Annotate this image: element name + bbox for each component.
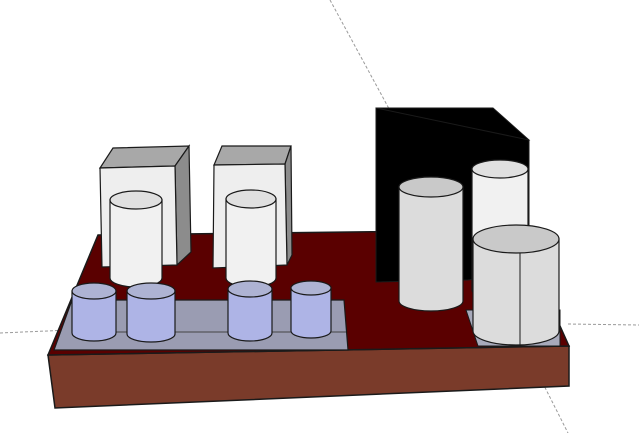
cylinder-body: [398, 186, 464, 312]
gray-cylinder-front[interactable]: [472, 224, 560, 346]
capacitor-body: [71, 290, 117, 342]
cylinder-top: [398, 176, 464, 198]
capacitor-body: [290, 287, 332, 339]
axis-red-line-right: [567, 323, 639, 326]
cylinder-top: [109, 190, 163, 210]
capacitor-body: [126, 290, 176, 343]
small-capacitor-2[interactable]: [126, 282, 176, 343]
axis-red-line: [0, 329, 71, 334]
board-front-face: [47, 345, 570, 409]
capacitor-top: [71, 282, 117, 300]
capacitor-body: [227, 288, 273, 342]
capacitor-top: [126, 282, 176, 300]
cylinder-body: [472, 238, 560, 346]
cylinder-body: [225, 198, 277, 288]
tall-cylinder-left[interactable]: [109, 190, 163, 288]
block-side-face: [174, 144, 192, 267]
cylinder-top: [472, 224, 560, 254]
cylinder-top: [471, 159, 529, 179]
tall-cylinder-right[interactable]: [225, 189, 277, 288]
block-top-face: [213, 145, 292, 166]
small-capacitor-4[interactable]: [290, 280, 332, 339]
cylinder-top: [225, 189, 277, 209]
capacitor-top: [227, 280, 273, 298]
capacitor-top: [290, 280, 332, 296]
cylinder-body: [109, 199, 163, 288]
small-capacitor-3[interactable]: [227, 280, 273, 342]
small-capacitor-1[interactable]: [71, 282, 117, 342]
gray-cylinder-middle[interactable]: [398, 176, 464, 312]
